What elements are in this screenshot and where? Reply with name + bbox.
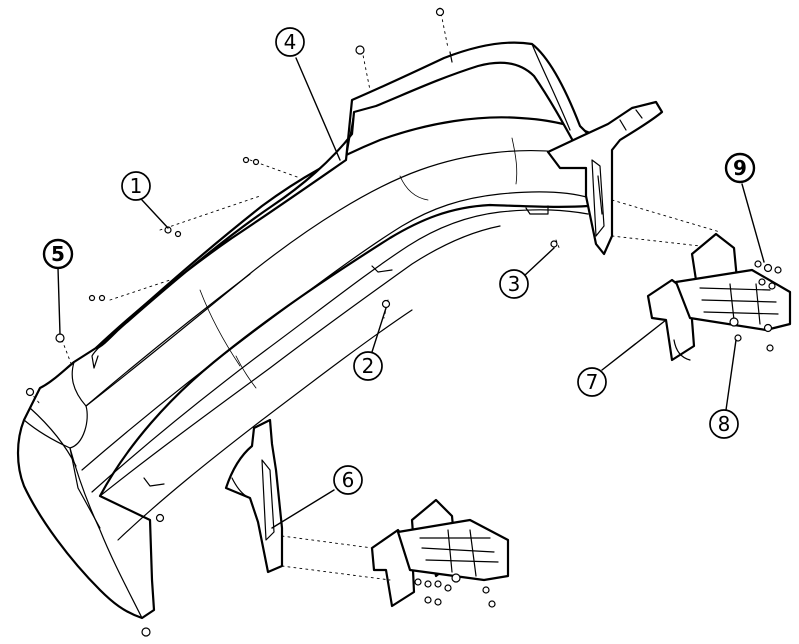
washer	[729, 317, 739, 327]
bolt-fastener	[424, 596, 432, 604]
callout-7: 7	[577, 367, 607, 397]
callout-9: 9	[724, 152, 756, 184]
bolt-fastener	[763, 323, 773, 333]
fascia-side-bracket-right	[546, 100, 664, 256]
push-pin-fastener	[88, 294, 96, 302]
push-pin-fastener	[381, 299, 391, 309]
leader-line-9	[741, 183, 765, 263]
push-pin-fastener	[355, 45, 365, 55]
leader-line-7	[601, 319, 667, 371]
push-pin-fastener	[155, 513, 165, 523]
callout-9-label: 9	[733, 156, 747, 180]
bolt-fastener	[766, 344, 774, 352]
bolt-fastener	[434, 598, 442, 606]
leader-lines	[57, 57, 765, 529]
push-pin-fastener	[435, 7, 445, 17]
leader-line-4	[295, 57, 341, 161]
leader-line-1	[141, 199, 169, 229]
washer	[734, 334, 742, 342]
washer	[451, 573, 461, 583]
push-pin-fastener	[550, 240, 558, 248]
callout-6-label: 6	[342, 468, 355, 492]
bolt-fastener	[774, 266, 782, 274]
callout-8-label: 8	[718, 412, 731, 436]
push-pin-fastener	[25, 387, 35, 397]
push-pin-fastener	[55, 333, 65, 343]
callout-5: 5	[42, 238, 74, 270]
push-pin-fastener	[174, 230, 182, 238]
alignment-lines	[29, 7, 721, 581]
bolt-fastener	[414, 578, 422, 586]
leader-line-5	[57, 267, 61, 335]
callout-4-label: 4	[284, 30, 297, 54]
callout-3-label: 3	[508, 272, 521, 296]
push-pin-fastener	[98, 294, 106, 302]
bolt-fastener	[768, 282, 776, 290]
leader-line-8	[725, 339, 737, 411]
leader-line-2	[371, 307, 387, 353]
mounting-bracket-lower	[370, 498, 510, 608]
bolt-fastener	[488, 600, 496, 608]
callout-7-label: 7	[586, 370, 599, 394]
bolt-fastener	[434, 580, 442, 588]
callout-8: 8	[709, 409, 739, 439]
mounting-bracket-upper	[646, 232, 792, 362]
callout-1: 1	[121, 171, 151, 201]
push-pin-fastener	[252, 158, 260, 166]
bolt-fastener	[444, 584, 452, 592]
callout-6: 6	[333, 465, 363, 495]
fascia-side-bracket-left	[224, 418, 284, 574]
bumper-fascia	[16, 116, 606, 620]
push-pin-fastener	[242, 156, 250, 164]
leader-line-6	[271, 489, 335, 529]
callout-5-label: 5	[51, 242, 65, 266]
bolt-fastener	[758, 278, 766, 286]
push-pin-fastener	[141, 627, 151, 637]
bolt-fastener	[482, 586, 490, 594]
callout-4: 4	[275, 27, 305, 57]
leader-line-3	[523, 247, 555, 277]
callout-1-label: 1	[130, 174, 143, 198]
bolt-fastener	[763, 263, 773, 273]
bolt-fastener	[424, 580, 432, 588]
callout-2-label: 2	[362, 354, 375, 378]
bolt-fastener	[754, 260, 762, 268]
fasteners	[25, 7, 782, 637]
callout-2: 2	[353, 351, 383, 381]
callout-3: 3	[499, 269, 529, 299]
